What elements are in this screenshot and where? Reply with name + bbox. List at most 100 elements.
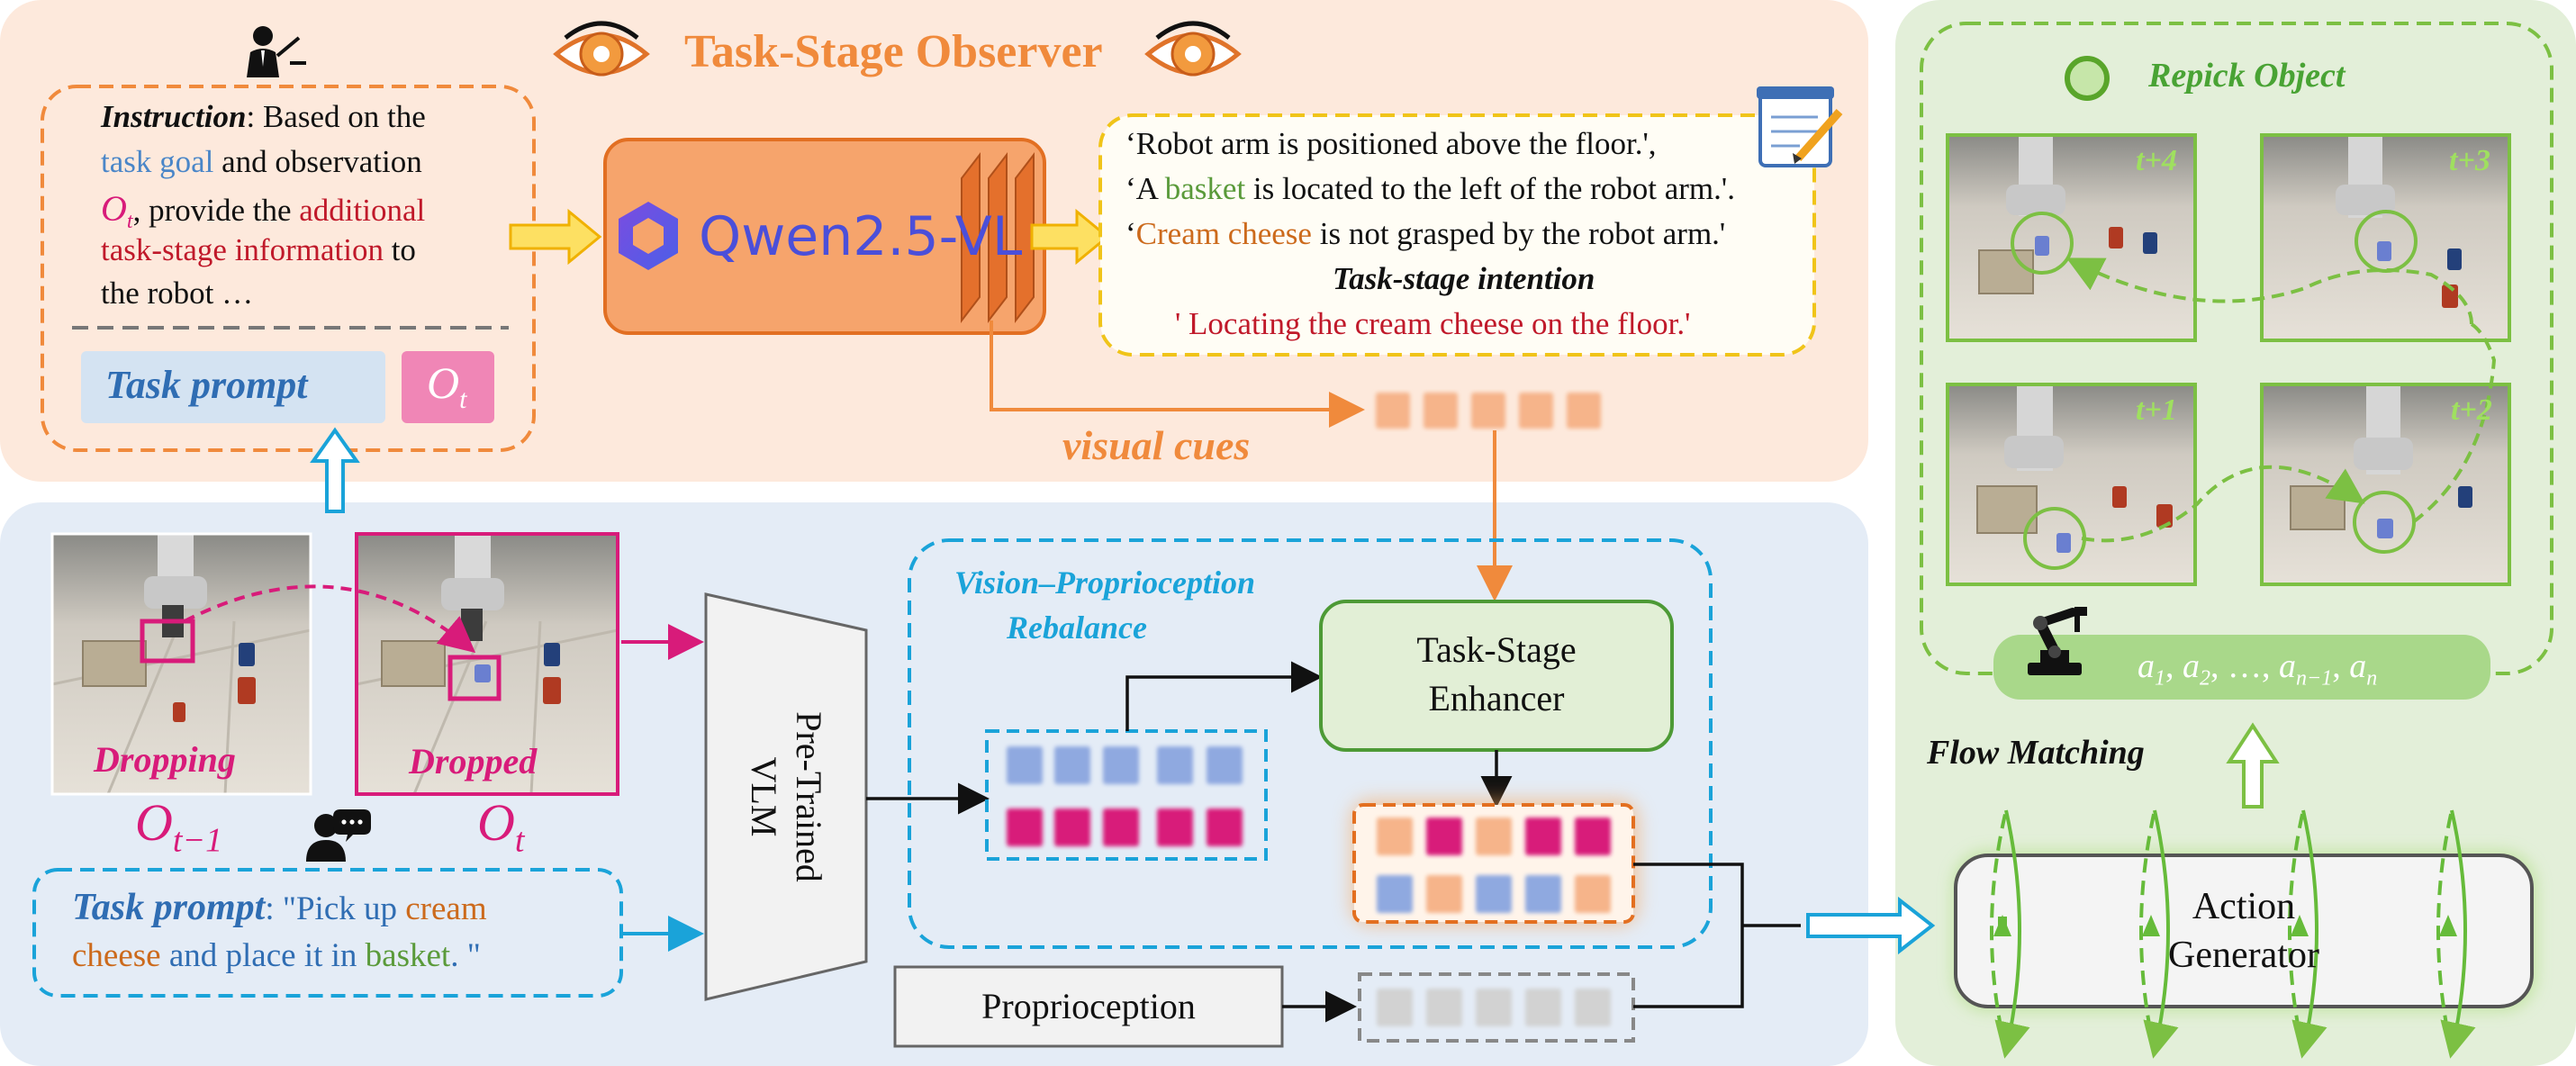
visual-cue-tokens: [1376, 393, 1601, 429]
instruction-text-1: : Based on the: [246, 99, 426, 134]
rebalance-box: [908, 538, 1713, 949]
vlm-label: Pre-Trained VLM: [741, 711, 831, 882]
merge-connector: [1633, 863, 1801, 1008]
repick-frame-t4-label: t+4: [2136, 144, 2177, 177]
task-prompt-line1: Task prompt: "Pick up cream: [72, 886, 487, 929]
action-sep-1: ,: [2165, 647, 2183, 685]
action-dots: …: [2228, 647, 2262, 685]
pretrained-vlm-block: [704, 592, 868, 1001]
repick-frame-t2-border: [2260, 383, 2511, 586]
teacher-icon: [247, 26, 306, 77]
rebalance-label-line1: Vision–Proprioception: [954, 565, 1256, 601]
text-tokens: [1007, 809, 1243, 846]
tokens-to-enhancer-arrow: [1125, 661, 1323, 731]
output-text-2a: ‘A: [1125, 171, 1165, 206]
output-intention-label: Task-stage intention: [1333, 261, 1595, 296]
repick-title: Repick Object: [2148, 57, 2346, 95]
output-line2: ‘A basket is located to the left of the …: [1125, 171, 1735, 207]
flow-matching-loops: [1990, 809, 2476, 1059]
instruction-additional: additional: [299, 193, 426, 228]
vision-tokens: [1007, 746, 1243, 784]
task-prompt-line2: cheese and place it in basket. ": [72, 936, 481, 975]
instruction-line4: task-stage information to: [101, 232, 416, 268]
instruction-line3: Ot, provide the additional: [101, 187, 425, 234]
action-generator-line2: Generator: [2168, 935, 2319, 976]
task-prompt-and: and place it in: [160, 937, 366, 974]
vlm-label-line2: VLM: [744, 756, 784, 837]
observer-output-box: [1098, 113, 1816, 357]
action-generator-label: Action Generator: [1956, 882, 2532, 980]
instruction-text-4: to: [383, 232, 416, 267]
qwen-model-name: Qwen2.5-VL: [699, 205, 1023, 268]
repick-icon: [2065, 56, 2110, 101]
output-cream-cheese: Cream cheese: [1135, 216, 1312, 251]
observation-chip-label: Ot: [427, 357, 466, 415]
output-line3: ‘Cream cheese is not grasped by the robo…: [1125, 216, 1725, 252]
rebalance-label-line2: Rebalance: [1007, 610, 1147, 646]
observation-chip[interactable]: [402, 351, 494, 423]
action-a1-sub: 1: [2155, 666, 2165, 691]
action-sep-4: ,: [2332, 647, 2350, 685]
instruction-task-goal: task goal: [101, 144, 214, 179]
prev-observation-sub: t−1: [172, 821, 223, 860]
action-sep-3: ,: [2262, 647, 2279, 685]
observation-chip-sub: t: [459, 384, 467, 414]
dropped-caption: Dropped: [409, 741, 538, 781]
instruction-task-stage-info: task-stage information: [101, 232, 384, 267]
flow-matching-label: Flow Matching: [1927, 734, 2145, 772]
flow-arrowheads: [1993, 915, 2457, 936]
observation-frame-prev-border: [50, 532, 312, 796]
action-generator: [1954, 854, 2534, 1008]
user-icon: [306, 809, 371, 862]
enhancer-label-line1: Task-Stage: [1416, 629, 1577, 670]
action-a1: a: [2138, 647, 2155, 685]
action-sequence: a1, a2, …, an−1, an: [2138, 646, 2377, 691]
action-a2: a: [2183, 647, 2200, 685]
action-generator-line1: Action: [2192, 886, 2296, 927]
drop-trajectory-arrow: [184, 584, 476, 654]
instruction-text-3: , provide the: [132, 193, 300, 228]
action-sep-2: ,: [2210, 647, 2228, 685]
action-token-bar: [1993, 635, 2490, 700]
notepad-icon: [1757, 86, 1843, 167]
task-prompt-chip[interactable]: [81, 351, 385, 423]
visual-cues-label: visual cues: [1062, 422, 1251, 468]
output-basket: basket: [1164, 171, 1246, 206]
task-prompt-cheese: cheese: [72, 937, 161, 974]
proprioception-box: [893, 965, 1284, 1048]
action-a4-sub: n: [2366, 666, 2378, 691]
output-line1: ‘Robot arm is positioned above the floor…: [1125, 126, 1657, 161]
enhanced-tokens-row2: [1377, 875, 1611, 913]
instruction-box: [41, 85, 536, 452]
observer-title: Task-Stage Observer: [684, 26, 1103, 77]
enhancer-label-line2: Enhancer: [1428, 678, 1565, 718]
proprio-tokens: [1377, 989, 1611, 1026]
output-text-2c: is located to the left of the robot arm.…: [1245, 171, 1735, 206]
proprioception-label: Proprioception: [981, 986, 1196, 1026]
action-a4: a: [2349, 647, 2367, 685]
model-to-output-arrow: [1030, 208, 1110, 266]
instruction-obs-sub: t: [126, 210, 133, 233]
observation-frame-prev[interactable]: [51, 534, 312, 795]
repick-frame-t3[interactable]: [2262, 135, 2509, 340]
action-a3: a: [2279, 647, 2296, 685]
repick-frame-t3-label: t+3: [2449, 144, 2490, 177]
repick-trajectory: [2011, 210, 2497, 570]
observation-frame-curr[interactable]: [356, 534, 619, 795]
feature-layers: [961, 152, 1035, 323]
task-prompt-cream: cream: [405, 890, 487, 927]
task-prompt-close: . ": [450, 937, 481, 974]
curr-observation-sub: t: [514, 821, 525, 860]
prev-observation-label: Ot−1: [135, 792, 222, 861]
output-intention: ' Locating the cream cheese on the floor…: [1175, 306, 1691, 341]
instruction-line2: task goal and observation: [101, 144, 422, 180]
to-action-generator-arrow: [1806, 896, 1936, 955]
eye-icon: [553, 21, 650, 77]
prev-observation-symbol: O: [135, 793, 173, 852]
instruction-label: Instruction: [101, 99, 247, 134]
task-prompt-box: [32, 868, 623, 998]
repick-frame-t1-border: [1946, 383, 2197, 586]
repick-frame-t1[interactable]: [1948, 384, 2195, 584]
action-a2-sub: 2: [2200, 666, 2210, 691]
instruction-line1: Instruction: Based on the: [101, 99, 426, 135]
